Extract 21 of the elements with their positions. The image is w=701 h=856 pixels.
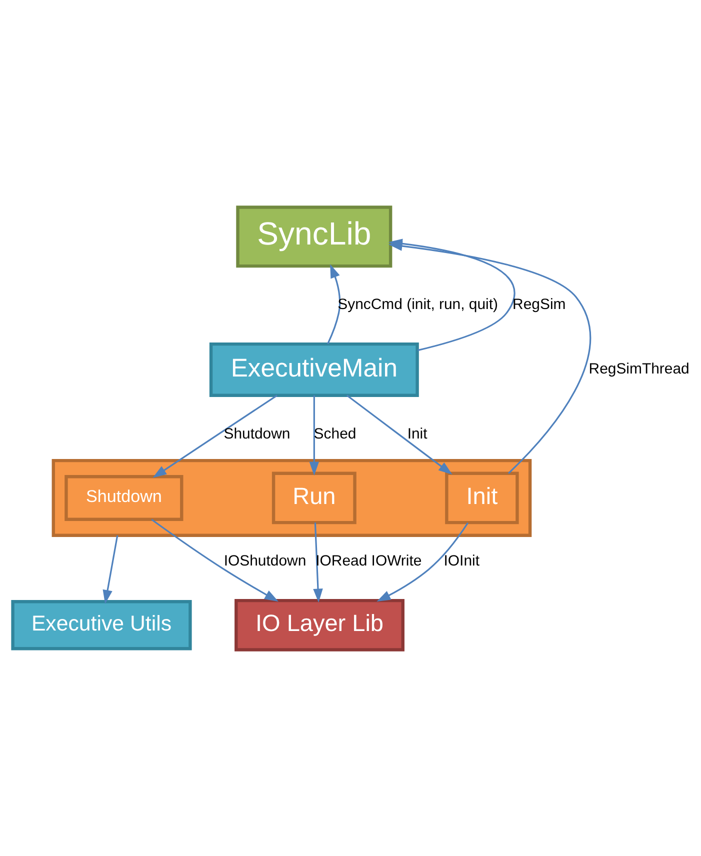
node-box: Init bbox=[445, 471, 519, 524]
node-box: ExecutiveMain bbox=[209, 342, 419, 396]
node-box: IO Layer Lib bbox=[234, 598, 404, 651]
arrow bbox=[327, 264, 341, 344]
cluster bbox=[52, 458, 532, 536]
node-box: SyncLib bbox=[236, 205, 392, 268]
edge-label: RegSim bbox=[512, 296, 566, 313]
arrow bbox=[313, 522, 323, 602]
arrow bbox=[346, 394, 452, 474]
arrow bbox=[388, 240, 591, 474]
edge-label: Shutdown bbox=[224, 424, 290, 442]
node-box: Executive Utils bbox=[11, 600, 192, 650]
node-box: Shutdown bbox=[64, 474, 184, 520]
arrow bbox=[152, 394, 278, 478]
edge-label: RegSimThread bbox=[588, 360, 690, 378]
arrow bbox=[102, 534, 118, 604]
edge-label: IOShutdown bbox=[224, 552, 306, 570]
arrow bbox=[309, 394, 320, 476]
edge-label: IOInit bbox=[444, 552, 480, 570]
edge-label: Init bbox=[407, 424, 428, 442]
node-box: Run bbox=[272, 471, 356, 524]
